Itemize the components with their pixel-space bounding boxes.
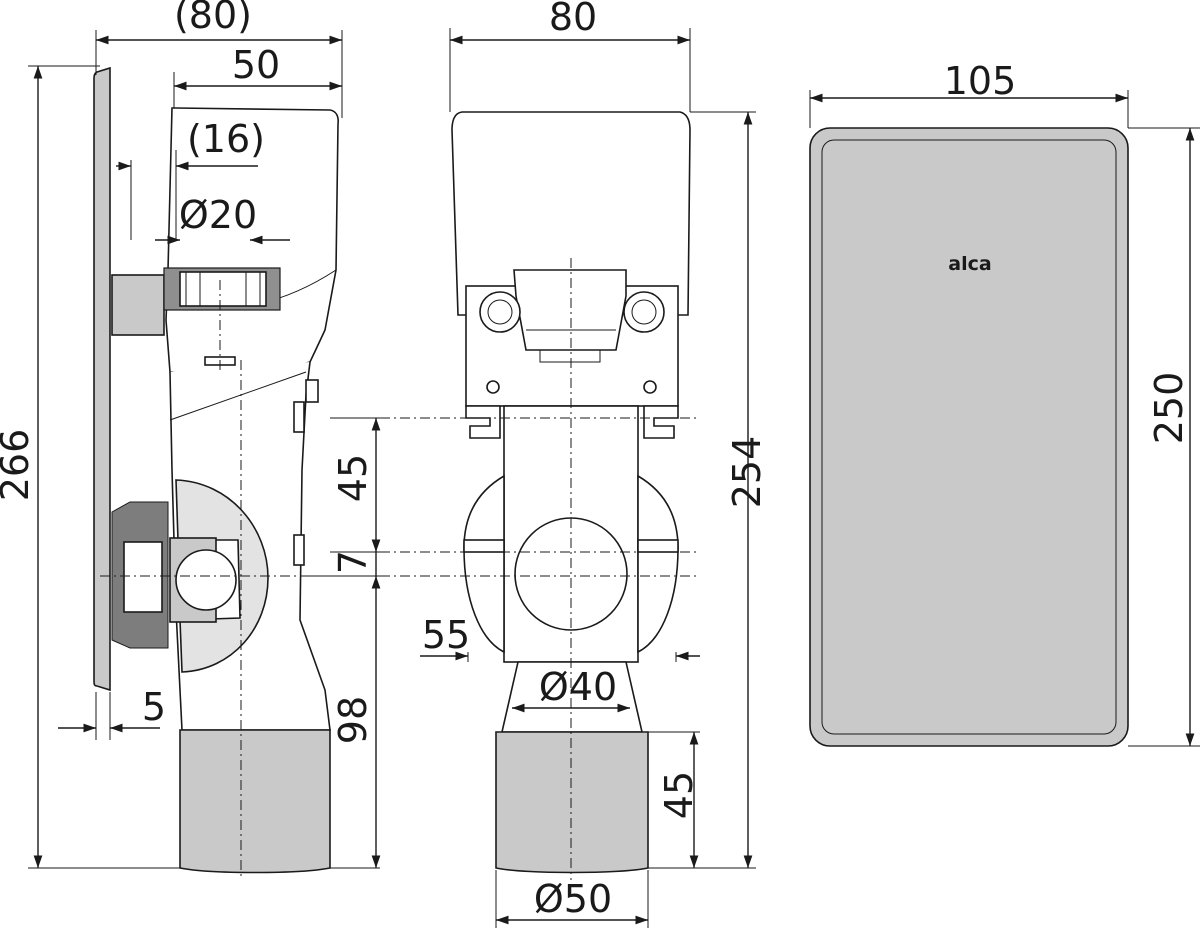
front-screw-right <box>623 291 665 333</box>
dim-front-upper-vertical: 45 <box>331 454 375 502</box>
dim-front-branch-width: 55 <box>422 613 470 657</box>
dimension-lines <box>28 28 1200 928</box>
side-inlet-stub <box>111 274 165 336</box>
dim-front-outlet-length: 45 <box>657 771 701 819</box>
cover-plate <box>809 127 1129 747</box>
dim-front-width: 80 <box>549 0 597 39</box>
dim-side-height-total: 266 <box>0 429 37 502</box>
dim-front-offset: 7 <box>331 550 375 574</box>
side-view <box>93 66 339 880</box>
front-screw-left <box>479 291 521 333</box>
dim-side-plate-thickness: 5 <box>142 685 166 729</box>
front-upper-hood <box>451 111 691 316</box>
cover-brand-logo: alca <box>948 253 991 275</box>
dim-side-offset: (16) <box>187 117 265 161</box>
front-outlet-sleeve <box>495 731 649 874</box>
dim-front-branch-diameter: Ø40 <box>539 665 617 709</box>
dim-front-height-total: 254 <box>725 436 769 509</box>
front-view <box>300 111 700 880</box>
front-left-wing <box>463 474 505 654</box>
dim-front-lower-vertical: 98 <box>331 696 375 744</box>
dim-front-outlet-diameter: Ø50 <box>534 877 612 921</box>
dim-side-inlet-diameter: Ø20 <box>179 193 257 237</box>
dim-side-depth-total: (80) <box>174 0 252 37</box>
dim-side-depth-box: 50 <box>232 43 280 87</box>
side-wall-plate <box>93 66 111 692</box>
side-outlet-sleeve <box>179 729 331 874</box>
cover-view: alca <box>809 127 1129 747</box>
side-ball-valve <box>175 549 237 611</box>
dim-cover-height: 250 <box>1147 372 1191 445</box>
dim-cover-width: 105 <box>944 59 1017 103</box>
side-section-detail <box>175 479 269 673</box>
front-right-wing <box>637 474 679 654</box>
